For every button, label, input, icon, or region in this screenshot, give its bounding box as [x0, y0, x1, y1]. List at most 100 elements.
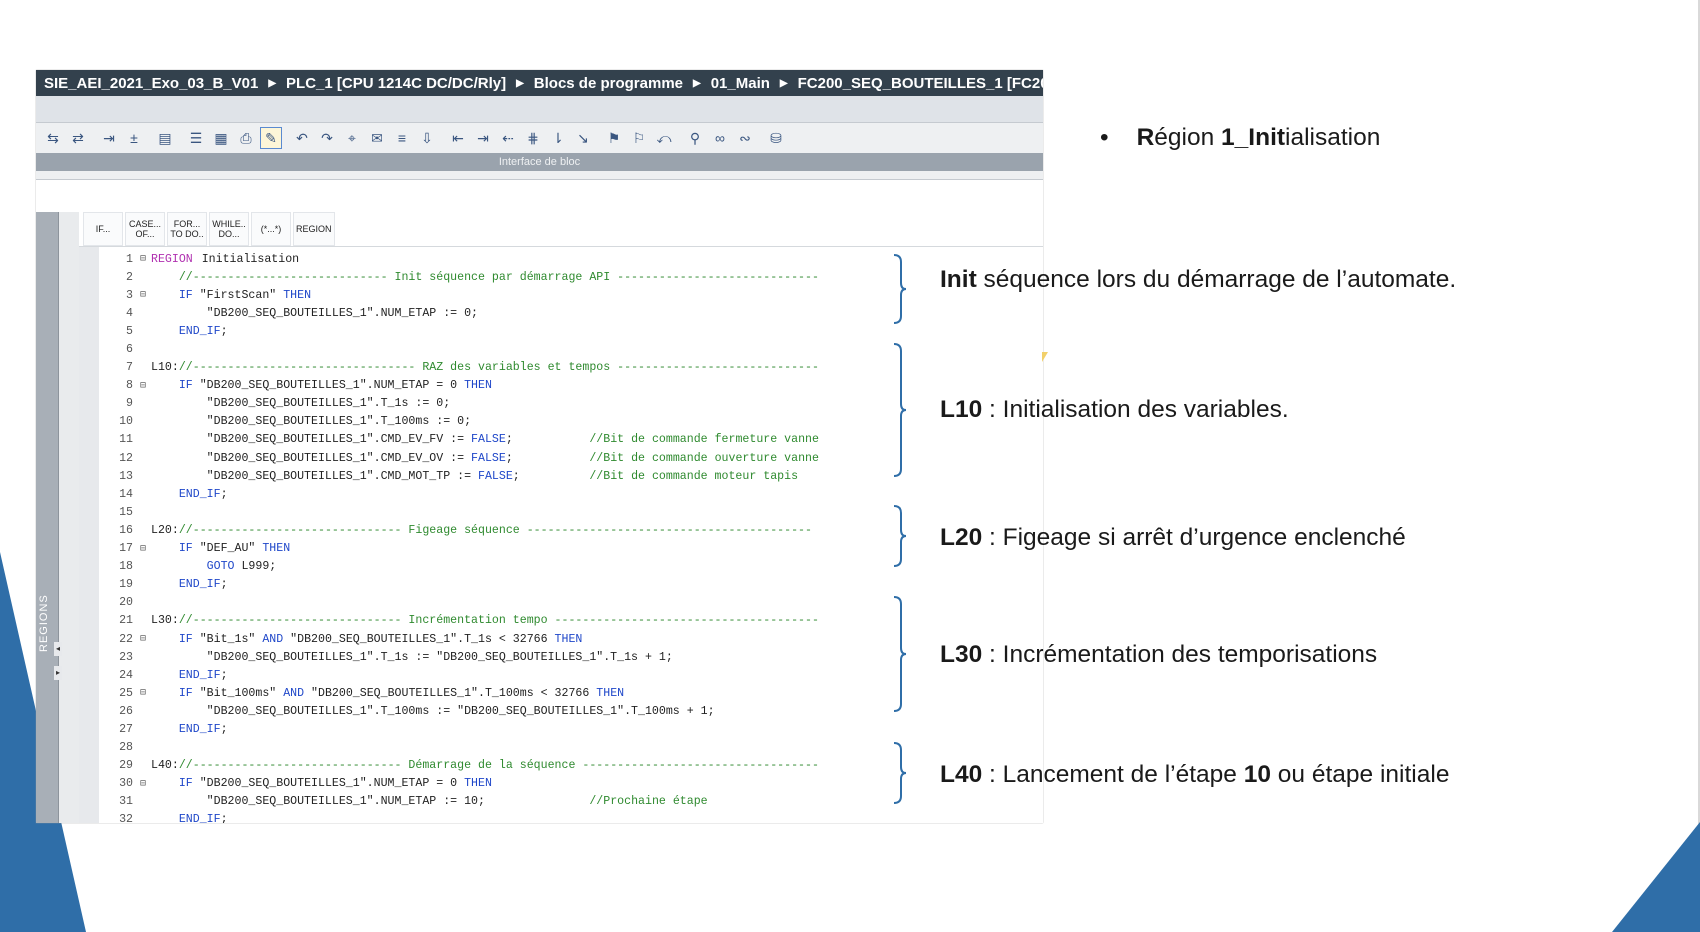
splitter[interactable] [36, 171, 1043, 180]
bookmark-icon[interactable]: ⌖ [348, 129, 356, 146]
code-line[interactable]: 32 END_IF; [99, 811, 819, 823]
snippet-region[interactable]: REGION [293, 212, 335, 246]
flag-next-icon[interactable]: ⤺ [656, 129, 672, 146]
bullet-dot: • [1100, 124, 1109, 151]
code-line[interactable]: 8⊟ IF "DB200_SEQ_BOUTEILLES_1".NUM_ETAP … [99, 377, 819, 395]
flag-prev-icon[interactable]: ⚐ [632, 129, 646, 146]
delete-network-icon[interactable]: ⇄ [72, 129, 84, 146]
code-line[interactable]: 11 "DB200_SEQ_BOUTEILLES_1".CMD_EV_FV :=… [99, 431, 819, 449]
snippet-comment[interactable]: (*...*) [251, 212, 291, 246]
code-token: IF [151, 542, 193, 556]
collapse-icon[interactable]: ⊟ [139, 290, 147, 302]
code-line[interactable]: 15 [99, 503, 819, 521]
comment-icon[interactable]: ✉ [371, 129, 383, 146]
snippet-if[interactable]: IF... [83, 212, 123, 246]
annotation-bold: L30 [940, 641, 983, 668]
code-line[interactable]: 19 END_IF; [99, 576, 819, 594]
insert-network-icon[interactable]: ⇆ [47, 129, 59, 146]
code-line[interactable]: 9 "DB200_SEQ_BOUTEILLES_1".T_1s := 0; [99, 395, 819, 413]
snippet-for[interactable]: FOR... TO DO.. [167, 212, 207, 246]
code-line[interactable]: 17⊟ IF "DEF_AU" THEN [99, 540, 819, 558]
breadcrumb-project[interactable]: SIE_AEI_2021_Exo_03_B_V01 [44, 74, 259, 92]
code-line[interactable]: 3⊟ IF "FirstScan" THEN [99, 286, 819, 304]
chevron-right-icon: ▶ [268, 77, 277, 89]
breadcrumb-program-blocks[interactable]: Blocs de programme [533, 74, 684, 92]
indent-left-icon[interactable]: ⇤ [452, 129, 464, 146]
snippet-case[interactable]: CASE... OF... [125, 212, 165, 246]
code-line[interactable]: 26 "DB200_SEQ_BOUTEILLES_1".T_100ms := "… [99, 702, 819, 720]
collapse-icon[interactable]: ⊟ [139, 778, 147, 790]
outdent-icon[interactable]: ⇠ [502, 129, 514, 146]
code-line[interactable]: 14 END_IF; [99, 485, 819, 503]
annotation-init: Init séquence lors du démarrage de l’aut… [940, 266, 1456, 294]
code-line[interactable]: 10 "DB200_SEQ_BOUTEILLES_1".T_100ms := 0… [99, 413, 819, 431]
code-line[interactable]: 13 "DB200_SEQ_BOUTEILLES_1".CMD_MOT_TP :… [99, 467, 819, 485]
collapse-icon[interactable]: ⊟ [139, 380, 147, 392]
code-line[interactable]: 1⊟REGION Initialisation [99, 250, 819, 268]
glasses-icon[interactable]: ∞ [715, 130, 725, 146]
code-line[interactable]: 5 END_IF; [99, 322, 819, 340]
indent-right-icon[interactable]: ⇥ [477, 129, 489, 146]
code-line[interactable]: 4 "DB200_SEQ_BOUTEILLES_1".NUM_ETAP := 0… [99, 304, 819, 322]
glasses-off-icon[interactable]: ∾ [739, 129, 751, 146]
print-icon[interactable]: ⎙ [240, 129, 252, 146]
download-icon[interactable]: ⇩ [421, 129, 433, 146]
flag-icon[interactable]: ⚑ [607, 129, 621, 146]
breadcrumb-block[interactable]: FC200_SEQ_BOUTEILLES_1 [FC200] [797, 74, 1043, 92]
chevron-right-icon[interactable]: ▸ [54, 666, 62, 680]
align-icon[interactable]: ⋕ [527, 129, 539, 146]
code-text: REGION Initialisation [149, 253, 299, 266]
code-line[interactable]: 28 [99, 739, 819, 757]
code-token: "DB200_SEQ_BOUTEILLES_1".T_1s < 32766 [283, 632, 555, 646]
line-number: 11 [119, 433, 133, 447]
edit-star-icon[interactable]: ✎ [260, 127, 282, 149]
collapse-icon[interactable]: ⊟ [139, 688, 147, 700]
list-icon[interactable]: ☰ [189, 129, 203, 146]
block-interface-bar[interactable]: Interface de bloc [36, 153, 1043, 171]
monitor-icon[interactable]: ▤ [158, 129, 172, 146]
monitoring-icon[interactable]: ⚲ [689, 129, 701, 146]
line-number: 27 [119, 722, 133, 736]
chevron-left-icon[interactable]: ◂ [54, 642, 62, 656]
database-icon[interactable]: ⛁ [770, 129, 782, 146]
uncomment-icon[interactable]: ≡ [397, 130, 407, 146]
collapse-icon[interactable]: ⊟ [139, 634, 147, 646]
insert-row-icon[interactable]: ⇥ [103, 129, 115, 146]
code-text: END_IF; [149, 578, 228, 591]
code-line[interactable]: 24 END_IF; [99, 666, 819, 684]
code-line[interactable]: 18 GOTO L999; [99, 558, 819, 576]
code-line[interactable]: 23 "DB200_SEQ_BOUTEILLES_1".T_1s := "DB2… [99, 648, 819, 666]
code-line[interactable]: 25⊟ IF "Bit_100ms" AND "DB200_SEQ_BOUTEI… [99, 684, 819, 702]
code-line[interactable]: 2 //---------------------------- Init sé… [99, 268, 819, 286]
code-line[interactable]: 12 "DB200_SEQ_BOUTEILLES_1".CMD_EV_OV :=… [99, 449, 819, 467]
sort-icon[interactable]: ⇂ [552, 129, 564, 146]
add-row-icon[interactable]: ± [130, 130, 138, 146]
regions-panel[interactable]: REGIONS ◂ ▸ [36, 212, 62, 823]
collapse-icon[interactable]: ⊟ [139, 254, 147, 266]
code-line[interactable]: 20 [99, 594, 819, 612]
line-number: 13 [119, 469, 133, 483]
breadcrumb-main[interactable]: 01_Main [710, 74, 770, 92]
collapse-icon[interactable]: ⊟ [139, 543, 147, 555]
code-line[interactable]: 22⊟ IF "Bit_1s" AND "DB200_SEQ_BOUTEILLE… [99, 630, 819, 648]
error-next-icon[interactable]: ↷ [321, 129, 333, 146]
code-line[interactable]: 31 "DB200_SEQ_BOUTEILLES_1".NUM_ETAP := … [99, 793, 819, 811]
error-prev-icon[interactable]: ↶ [296, 129, 308, 146]
block-icon[interactable]: ▦ [214, 129, 228, 146]
format-icon[interactable]: ↘ [577, 129, 589, 146]
code-text: "DB200_SEQ_BOUTEILLES_1".T_100ms := "DB2… [149, 705, 715, 718]
snippet-while[interactable]: WHILE.. DO... [209, 212, 249, 246]
code-token: AND [283, 686, 305, 700]
code-line[interactable]: 30⊟ IF "DB200_SEQ_BOUTEILLES_1".NUM_ETAP… [99, 775, 819, 793]
breadcrumb-plc[interactable]: PLC_1 [CPU 1214C DC/DC/Rly] [286, 74, 507, 92]
line-number: 30 [119, 777, 133, 791]
code-line[interactable]: 6 [99, 340, 819, 358]
code-text: L10://-------------------------------- R… [149, 361, 819, 374]
code-line[interactable]: 27 END_IF; [99, 720, 819, 738]
